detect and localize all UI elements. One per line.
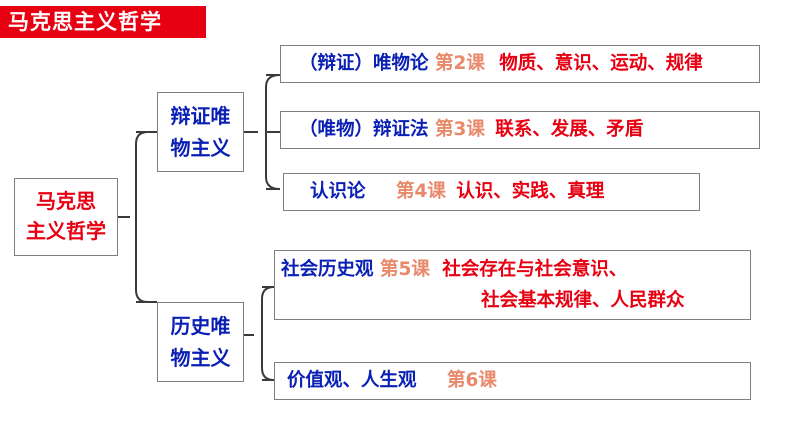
leaf-topic: 价值观、人生观 bbox=[287, 370, 417, 391]
leaf-content: 物质、意识、运动、规律 bbox=[499, 53, 703, 74]
leaf-lesson: 第2课 bbox=[434, 53, 485, 74]
leaf-lesson: 第3课 bbox=[434, 119, 485, 140]
leaf-topic: （唯物）辩证法 bbox=[299, 119, 429, 140]
branch-dialectical-materialism: 辩证唯 物主义 bbox=[157, 92, 244, 172]
leaf-content-line2: 社会基本规律、人民群众 bbox=[481, 290, 685, 311]
branch2-bracket bbox=[244, 286, 275, 381]
leaf-lesson: 第5课 bbox=[379, 259, 430, 280]
leaf-lesson-2: （辩证）唯物论 第2课 物质、意识、运动、规律 bbox=[280, 45, 760, 83]
root-bracket bbox=[118, 131, 157, 303]
leaf-topic: （辩证）唯物论 bbox=[299, 53, 429, 74]
leaf-content: 社会存在与社会意识、 bbox=[442, 259, 628, 280]
branch-line2: 物主义 bbox=[170, 346, 231, 370]
leaf-content: 认识、实践、真理 bbox=[456, 181, 605, 202]
branch-line2: 物主义 bbox=[170, 136, 231, 160]
branch-historical-materialism: 历史唯 物主义 bbox=[157, 302, 244, 382]
leaf-content: 联系、发展、矛盾 bbox=[495, 119, 644, 140]
leaf-lesson-3: （唯物）辩证法 第3课 联系、发展、矛盾 bbox=[280, 111, 760, 149]
branch-line1: 辩证唯 bbox=[170, 104, 231, 128]
root-line2: 主义哲学 bbox=[26, 219, 106, 243]
leaf-lesson-6: 价值观、人生观 第6课 bbox=[274, 362, 751, 400]
leaf-lesson-5: 社会历史观 第5课 社会存在与社会意识、 社会基本规律、人民群众 bbox=[274, 250, 751, 320]
leaf-lesson: 第6课 bbox=[446, 370, 497, 391]
leaf-topic: 认识论 bbox=[310, 181, 366, 202]
leaf-lesson: 第4课 bbox=[395, 181, 446, 202]
root-node: 马克思 主义哲学 bbox=[14, 178, 118, 256]
leaf-topic: 社会历史观 bbox=[281, 259, 374, 280]
leaf-lesson-4: 认识论 第4课 认识、实践、真理 bbox=[283, 173, 700, 211]
page-title: 马克思主义哲学 bbox=[0, 6, 206, 38]
root-line1: 马克思 bbox=[36, 189, 96, 213]
branch-line1: 历史唯 bbox=[170, 314, 231, 338]
branch1-bracket bbox=[244, 74, 281, 190]
